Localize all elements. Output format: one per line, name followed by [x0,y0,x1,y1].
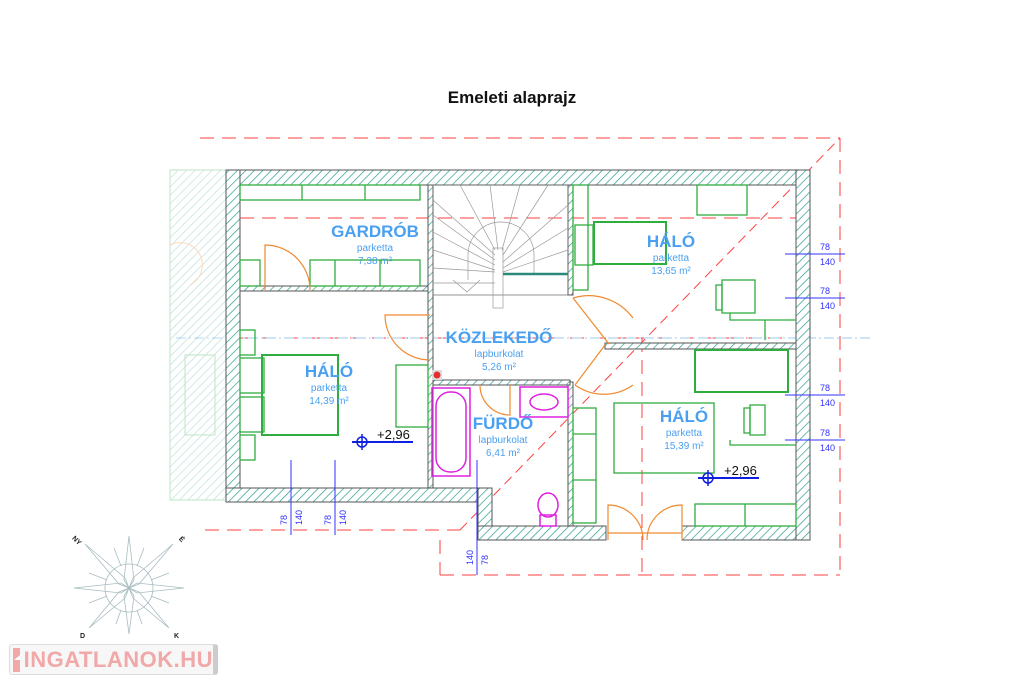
axis-lines [176,137,870,576]
staircase [432,184,569,309]
room-furdo: FÜRDŐ lapburkolat 6,41 m² [473,414,533,459]
room-halo-top-right: HÁLÓ parketta 13,65 m² [647,232,695,277]
elevation-marker: +2,96 [352,427,413,450]
elevation-marker: +2,96 [698,463,759,486]
furniture [239,184,797,527]
room-area: 7,38 m² [358,256,393,267]
compass-ne: É [177,534,187,544]
room-area: 13,65 m² [651,266,691,277]
dim-height: 78 [820,286,830,296]
neighbour-building [169,169,227,501]
dim-height: 78 [323,515,333,525]
chimney-icon [432,370,442,380]
room-name: HÁLÓ [660,407,708,426]
window-dimensions: 78 140 78 140 78 140 78 140 78 140 78 14… [279,242,845,575]
room-name: GARDRÓB [331,222,419,241]
logo-text: INGATLANOK.HU [23,646,213,672]
bathtub [431,387,471,477]
room-gardrob: GARDRÓB parketta 7,38 m² [331,222,419,267]
compass-se: K [174,633,179,640]
dim-width: 140 [820,443,835,453]
room-floor: parketta [357,243,394,254]
svg-text:+2,96: +2,96 [377,427,410,442]
dim-height: 78 [480,555,490,565]
room-name: KÖZLEKEDŐ [446,328,553,347]
house-icon [13,647,20,672]
washbasin [519,386,569,418]
compass-sw: D [80,633,85,640]
room-area: 15,39 m² [664,441,704,452]
room-kozlekedo: KÖZLEKEDŐ lapburkolat 5,26 m² [446,328,553,373]
room-halo-bottom-right: HÁLÓ parketta 15,39 m² [660,407,708,452]
dim-height: 78 [820,242,830,252]
dim-width: 140 [820,398,835,408]
svg-text:+2,96: +2,96 [724,463,757,478]
room-floor: parketta [311,383,348,394]
dim-height: 78 [820,383,830,393]
sanitary-fixtures [431,386,569,527]
room-name: HÁLÓ [305,362,353,381]
room-floor: parketta [653,253,690,264]
walls [225,169,811,541]
dim-width: 140 [338,510,348,525]
room-floor: parketta [666,428,703,439]
doors [264,244,683,541]
room-name: FÜRDŐ [473,414,533,433]
dim-width: 140 [294,510,304,525]
plan-title: Emeleti alaprajz [447,88,577,107]
room-area: 14,39 m² [309,396,349,407]
dim-height: 78 [820,428,830,438]
room-area: 6,41 m² [486,448,521,459]
room-floor: lapburkolat [479,435,528,446]
ingatlanok-logo: INGATLANOK.HU [9,644,218,675]
compass-nw: NY [70,535,82,547]
dim-width: 140 [820,257,835,267]
room-floor: lapburkolat [475,349,524,360]
compass-rose-icon [73,535,185,635]
room-halo-left: HÁLÓ parketta 14,39 m² [305,362,353,407]
room-area: 5,26 m² [482,362,517,373]
dim-height: 78 [279,515,289,525]
toilet [537,492,559,518]
dim-width: 140 [465,550,475,565]
dim-width: 140 [820,301,835,311]
room-name: HÁLÓ [647,232,695,251]
